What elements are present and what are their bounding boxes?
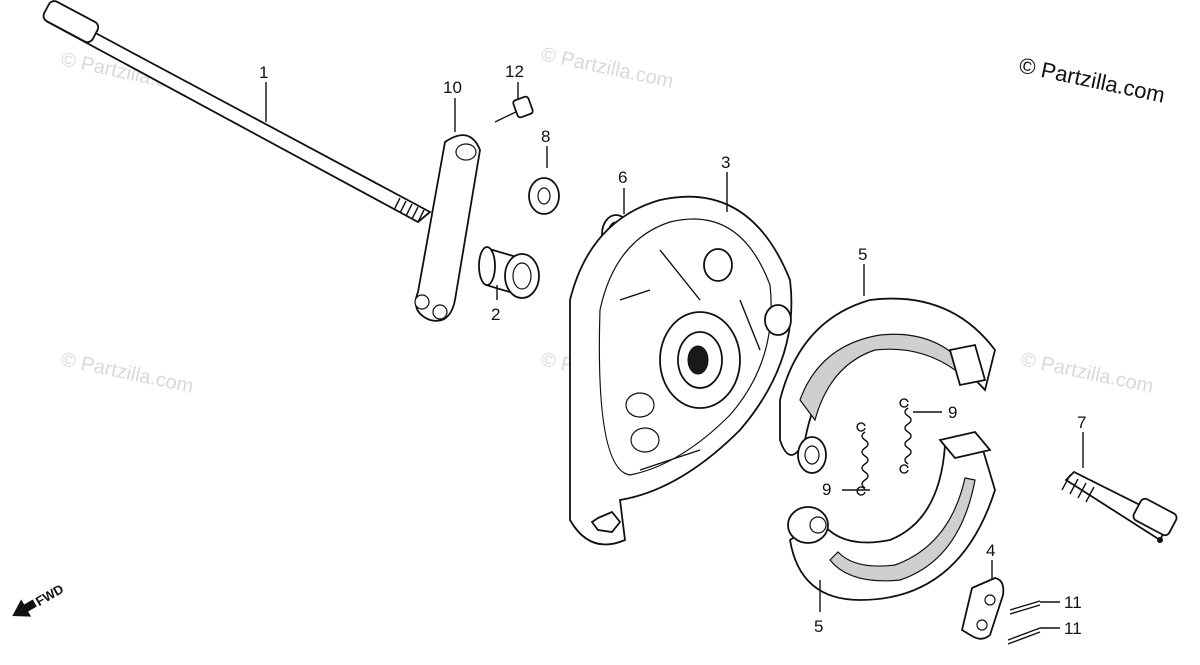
- part-brake-shoe-upper: [779, 297, 996, 474]
- part-springs: [856, 398, 912, 496]
- watermark: © Partzilla.com: [1019, 348, 1155, 398]
- callout-11-upper: 11: [1064, 593, 1082, 612]
- part-collar: [478, 246, 540, 299]
- callout-1: 1: [259, 63, 268, 82]
- callout-10: 10: [443, 78, 462, 97]
- callout-9-upper: 9: [948, 403, 957, 422]
- callout-11-lower: 11: [1064, 619, 1082, 638]
- callout-2: 2: [491, 305, 500, 324]
- part-pins: [1007, 600, 1041, 645]
- callouts: 1 10 12 8 6 3 2 5 9 9 7 4 5 11 11: [259, 62, 1086, 638]
- part-plate: [960, 577, 1005, 640]
- watermark: © Partzilla.com: [59, 348, 195, 398]
- fwd-indicator: FWD: [12, 581, 66, 617]
- callout-3: 3: [721, 153, 730, 172]
- callout-12: 12: [505, 62, 524, 81]
- part-axle: [42, 0, 432, 224]
- part-lock-washer: [528, 177, 560, 215]
- part-brake-cam: [1061, 470, 1178, 543]
- callout-8: 8: [541, 127, 550, 146]
- copyright-text: © Partzilla.com: [1017, 52, 1167, 107]
- callout-6: 6: [618, 168, 627, 187]
- callout-5-upper: 5: [858, 245, 867, 264]
- watermark: © Partzilla.com: [539, 43, 675, 93]
- part-brake-shoe-lower: [787, 430, 996, 601]
- callout-9-lower: 9: [822, 480, 831, 499]
- fwd-arrow-icon: [12, 599, 37, 617]
- part-bolt: [494, 95, 534, 123]
- callout-7: 7: [1077, 413, 1086, 432]
- leader-lines: [265, 82, 1084, 629]
- fwd-label: FWD: [33, 581, 66, 609]
- part-brake-panel: [569, 195, 793, 546]
- callout-5-lower: 5: [814, 617, 823, 636]
- part-brake-arm: [414, 134, 481, 322]
- callout-4: 4: [986, 541, 995, 560]
